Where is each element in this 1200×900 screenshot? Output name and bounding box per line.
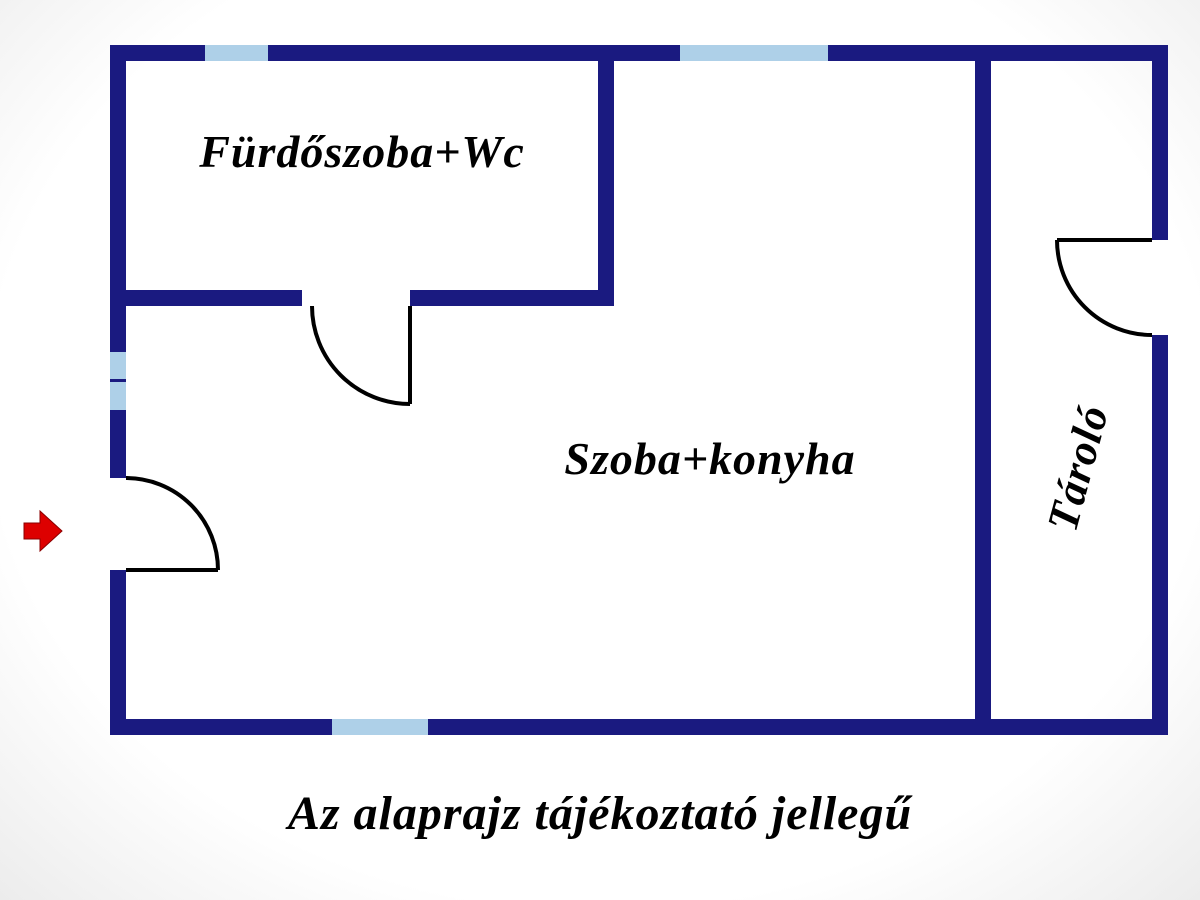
plan-caption: Az alaprajz tájékoztató jellegű	[287, 787, 913, 840]
wall-bathroom-horizontal-left	[110, 290, 302, 306]
window-top-center	[680, 45, 828, 61]
entrance-arrow-icon	[23, 509, 63, 553]
window-bottom	[332, 719, 428, 735]
room-label-living: Szoba+konyha	[564, 433, 856, 484]
window-left-upper	[110, 352, 126, 379]
window-left-lower	[110, 382, 126, 410]
wall-left-lower	[110, 570, 126, 735]
wall-top	[110, 45, 1168, 61]
window-top-left	[205, 45, 268, 61]
bathroom-door-arc	[310, 305, 411, 406]
wall-bathroom-vertical	[598, 45, 614, 306]
wall-bathroom-horizontal-right	[410, 290, 614, 306]
storage-door-arc	[1055, 239, 1153, 337]
entrance-door-arc	[125, 476, 220, 571]
wall-storage-vertical	[975, 45, 991, 735]
wall-right-upper	[1152, 45, 1168, 240]
room-label-bathroom: Fürdőszoba+Wc	[199, 126, 525, 177]
wall-right-lower	[1152, 335, 1168, 735]
